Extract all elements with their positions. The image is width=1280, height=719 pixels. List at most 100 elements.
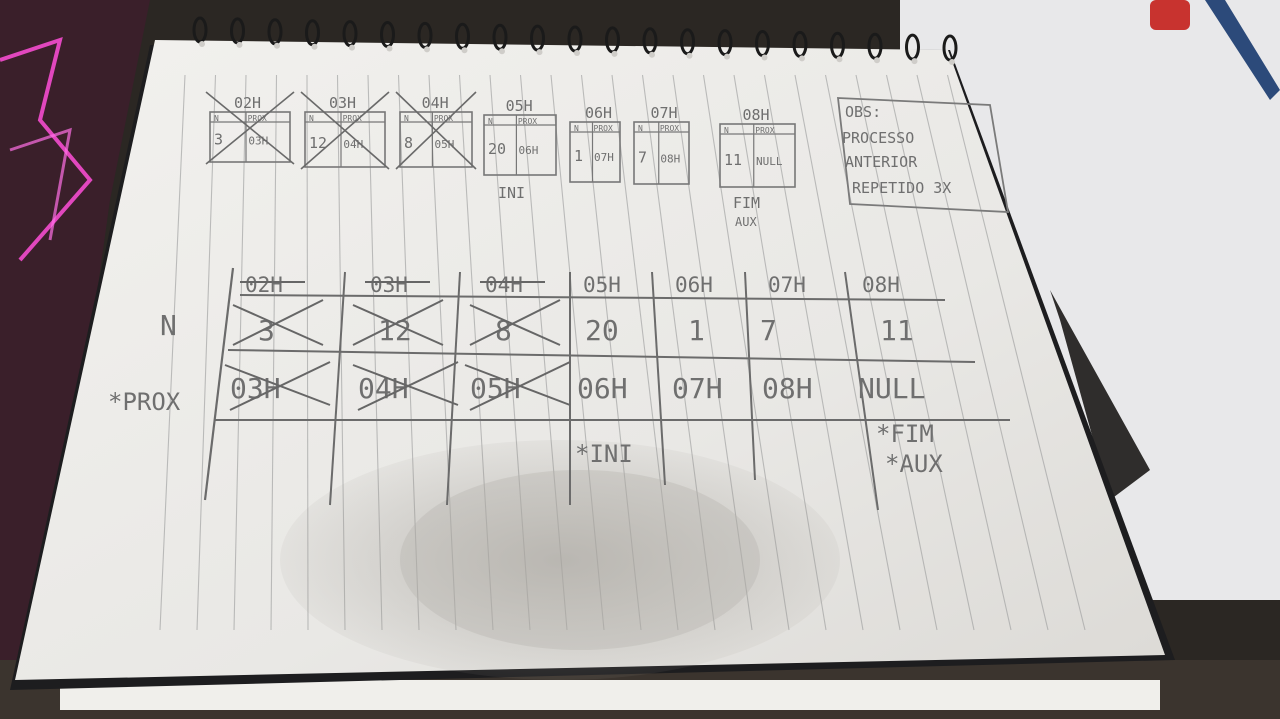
table-n-value: 11	[880, 314, 914, 347]
dark-mat-edge	[1050, 290, 1150, 500]
punch-hole	[424, 46, 430, 53]
cross-out-line	[357, 361, 459, 411]
table-n-value: 7	[760, 314, 777, 347]
small-node-box	[719, 123, 796, 188]
table-line	[329, 271, 346, 506]
table-addr: 05H	[583, 273, 621, 297]
punch-hole	[199, 41, 205, 47]
small-node-prox: NULL	[756, 155, 783, 168]
punch-hole	[311, 43, 318, 50]
punch-hole	[761, 54, 768, 61]
cross-out-line	[224, 364, 331, 406]
table-addr: 02H	[245, 273, 283, 297]
ruled-line	[270, 74, 278, 631]
cross-out-line	[229, 361, 331, 411]
small-node-addr: 07H	[651, 104, 678, 122]
hand-shadow-core	[400, 470, 760, 650]
small-node-addr: 04H	[422, 94, 449, 112]
small-node-prox-header: PROX	[343, 114, 362, 123]
cross-out-line	[232, 304, 324, 346]
table-addr: 04H	[485, 273, 523, 297]
punch-hole	[686, 52, 693, 59]
table-line	[203, 267, 235, 501]
small-node-prox-header: PROX	[755, 126, 774, 135]
small-node-box	[304, 111, 386, 168]
small-node-n: 3	[214, 131, 223, 149]
small-node-prox: 06H	[519, 144, 539, 157]
small-node-addr: 06H	[585, 104, 612, 122]
table-prox-value: 07H	[672, 372, 723, 405]
small-node-prox-header: PROX	[518, 117, 537, 126]
table-prox-value: 06H	[577, 372, 628, 405]
punch-hole	[386, 45, 393, 52]
cross-out-line	[469, 304, 561, 346]
table-n-value: 1	[688, 314, 705, 347]
small-node-prox-header: PROX	[248, 114, 267, 123]
ruled-line	[824, 74, 938, 631]
small-node-box	[483, 114, 557, 176]
small-node-addr: 08H	[743, 106, 770, 124]
small-node-n-header: N	[309, 114, 314, 123]
table-addr: 06H	[675, 273, 713, 297]
table-line	[651, 271, 666, 486]
fim-label: *FIM	[876, 420, 934, 448]
small-ini-label: INI	[498, 184, 525, 202]
small-node: 05H N PROX 20 06H	[483, 97, 557, 176]
obs-line2: ANTERIOR	[845, 153, 918, 171]
big-table: N *PROX *INI *FIM *AUX 02H303H03H1204H04…	[108, 267, 1010, 511]
cross-out-line	[464, 364, 571, 406]
small-node-prox-header: PROX	[434, 114, 453, 123]
spiral-binding	[192, 16, 958, 65]
ruled-line	[794, 74, 901, 631]
table-line	[844, 271, 879, 511]
table-line	[227, 349, 976, 363]
punch-hole	[536, 49, 543, 56]
punch-hole	[649, 51, 655, 58]
ruled-line	[196, 74, 217, 631]
table-n-value: 20	[585, 314, 619, 347]
table-line	[239, 294, 946, 301]
left-decor	[0, 0, 150, 719]
punch-hole	[349, 44, 355, 51]
punch-hole	[949, 59, 955, 65]
punch-hole	[724, 53, 730, 60]
small-node-n-header: N	[214, 114, 219, 123]
small-node-prox: 07H	[594, 151, 614, 164]
cross-out-line	[395, 91, 477, 170]
small-node-box	[209, 111, 291, 163]
table-prox-value: 08H	[762, 372, 813, 405]
small-node-prox-header: PROX	[594, 124, 613, 133]
punch-hole	[461, 47, 468, 54]
small-node-box	[633, 121, 690, 185]
bottom-paper-edge	[60, 680, 1160, 710]
ruled-line	[763, 74, 864, 631]
small-node-box	[399, 111, 473, 168]
small-node-prox: 05H	[435, 138, 455, 151]
ruled-line	[159, 74, 186, 631]
small-node-n-header: N	[488, 117, 493, 126]
small-node-n-header: N	[638, 124, 643, 133]
ruled-line	[233, 74, 247, 631]
punch-hole	[611, 50, 618, 57]
small-node-n: 20	[488, 140, 506, 158]
small-node-addr: 02H	[234, 94, 261, 112]
small-node-addr: 05H	[506, 97, 533, 115]
small-node-n: 8	[404, 134, 413, 152]
punch-hole	[236, 41, 243, 48]
punch-hole	[836, 56, 843, 63]
aux-label: *AUX	[885, 450, 943, 478]
small-node-n: 7	[638, 148, 647, 166]
pencil-on-desk	[1205, 0, 1280, 100]
table-prox-value: NULL	[858, 372, 925, 405]
cross-out-line	[205, 91, 295, 165]
small-node-n: 1	[574, 147, 583, 165]
ruled-line	[885, 74, 1012, 631]
